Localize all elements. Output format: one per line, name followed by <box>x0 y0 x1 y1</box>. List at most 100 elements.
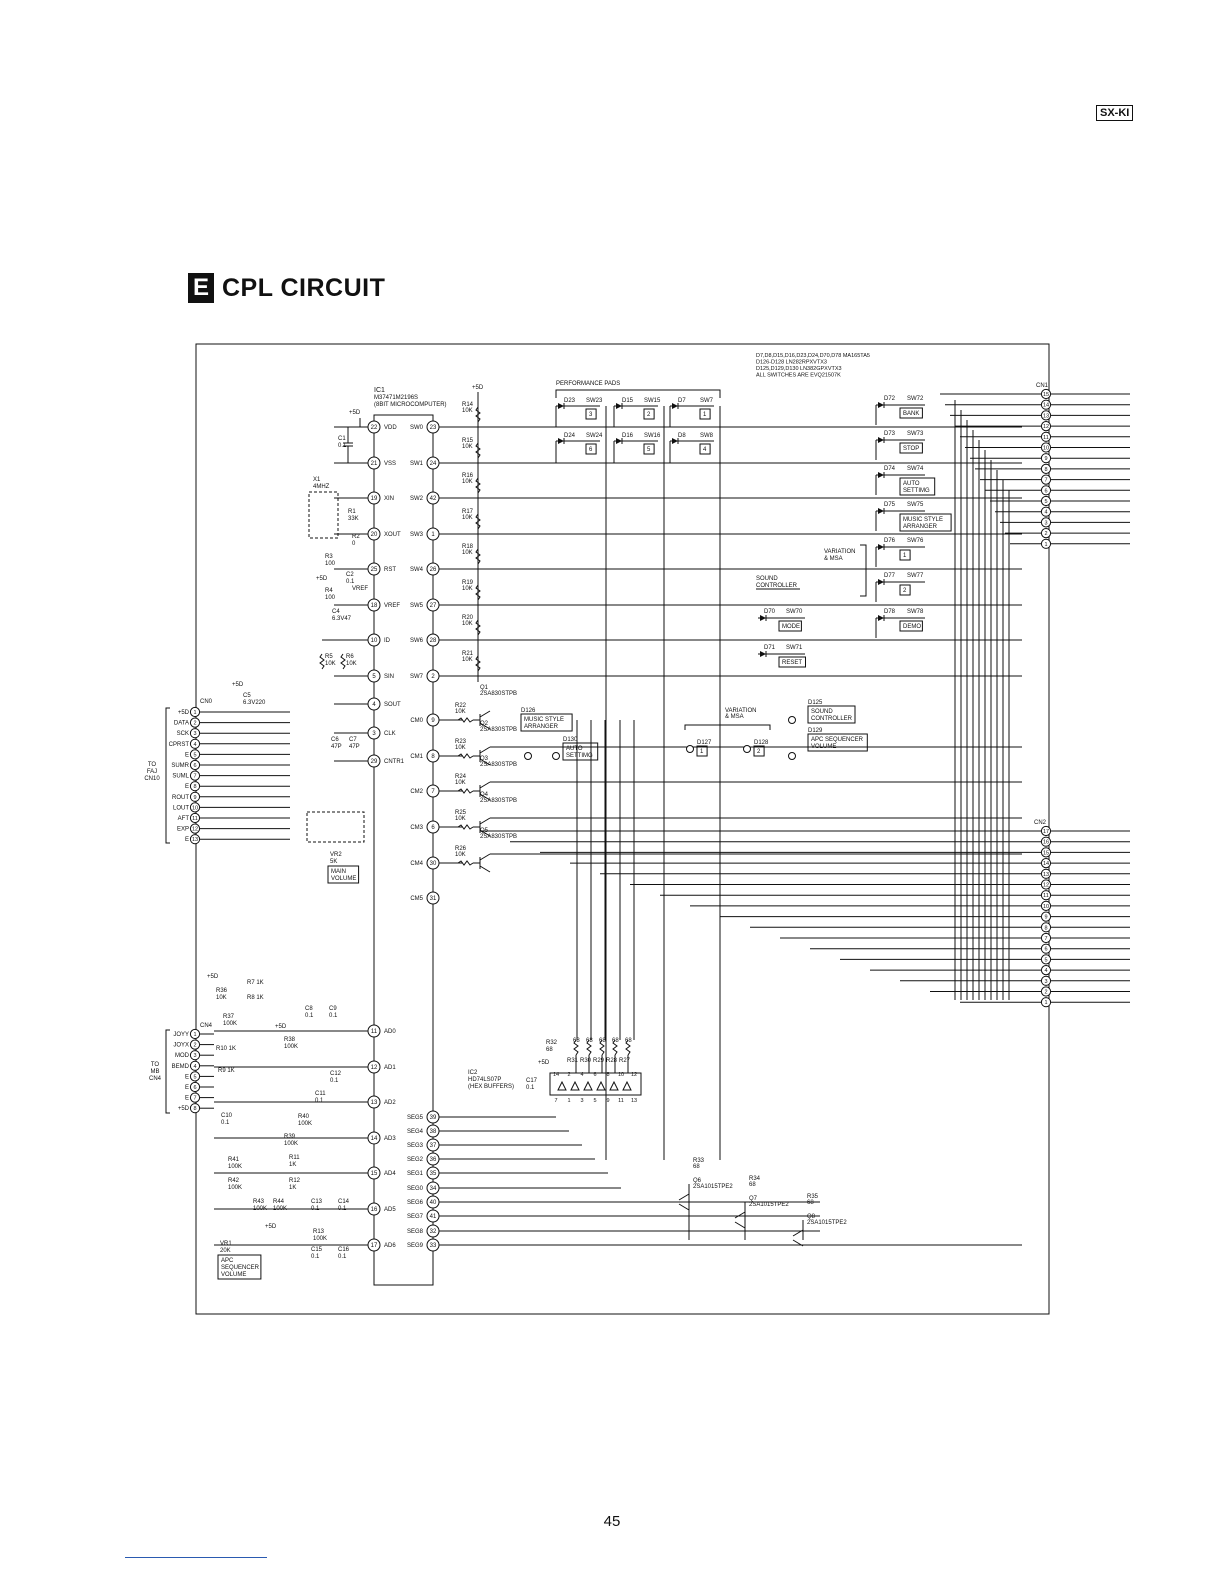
r4-value: 100 <box>325 595 336 601</box>
cn1-pin <box>1040 431 1052 442</box>
pad-diode-ref: D23 <box>564 398 576 404</box>
driver-resistor-ref: R35 <box>807 1194 819 1200</box>
right-switch-diode-ref: D75 <box>884 502 896 508</box>
ic1-pin-vref <box>367 598 381 612</box>
ic1-pin-name: AD0 <box>384 1029 396 1035</box>
pin-number: 41 <box>430 1214 437 1220</box>
cn4-pin-number: 1 <box>193 1032 196 1038</box>
performance-pads-label: PERFORMANCE PADS <box>556 381 620 387</box>
sound-ctrl-switch-ref: SW71 <box>786 645 803 651</box>
cn0-pin-number: 7 <box>193 774 196 780</box>
transistor-part: 2SA830STPB <box>480 762 517 768</box>
diode-symbol <box>558 438 564 444</box>
cm-resistor-value: 10K <box>455 709 466 715</box>
ic1-pin-ad2 <box>367 1095 381 1109</box>
performance-pad-4 <box>699 443 711 455</box>
sound-ctrl-reset <box>778 656 806 668</box>
apc-sequencer-volume-label-text: SEQUENCER <box>221 1265 260 1271</box>
buffer-gate <box>622 1080 632 1091</box>
ic1-pin-name: SEG9 <box>407 1243 424 1249</box>
r8-label: R8 1K <box>247 995 264 1001</box>
ic1-pin-name: CLK <box>384 731 396 737</box>
ic2-resistor-ref: R27 <box>619 1058 631 1064</box>
cn1-pin <box>1040 517 1052 528</box>
ic1-pin-name: VDD <box>384 425 397 431</box>
pin-number: 2 <box>431 674 435 680</box>
r1-value: 33K <box>348 516 359 522</box>
cn4-signal-joyx: JOYX <box>173 1043 189 1049</box>
transistor-ref: Q2 <box>480 721 489 727</box>
pin-number: 12 <box>371 1065 378 1071</box>
led-ref: D128 <box>754 740 769 746</box>
ic1-pin-name: SW6 <box>410 638 424 644</box>
performance-pad-4-text: 4 <box>703 447 707 453</box>
led-ref: D125 <box>808 700 823 706</box>
right-switch-diode-ref: D72 <box>884 396 896 402</box>
cn0-pin-number: 13 <box>192 837 198 843</box>
ic1-pin-name: SEG4 <box>407 1129 424 1135</box>
cn2-pin-number: 2 <box>1044 990 1047 996</box>
r9-label: R9 1K <box>218 1068 235 1074</box>
diode-note: D125,D129,D130 LN382GPXVTX3 <box>756 366 842 372</box>
c4-ref: C4 <box>332 609 340 615</box>
pin-number: 38 <box>430 1129 437 1135</box>
cn4-signal-mod: MOD <box>175 1053 190 1059</box>
cn0-pin <box>189 834 201 845</box>
diode-symbol <box>878 544 884 550</box>
ic2-pin-top: 4 <box>580 1072 583 1078</box>
cn2-pin <box>1040 847 1052 858</box>
r32-ref: R32 <box>546 1040 558 1046</box>
cn0-pin <box>189 770 201 781</box>
ic1-pin-seg0 <box>426 1181 440 1195</box>
cn1-pin-number: 10 <box>1043 446 1049 452</box>
cn4-pin <box>189 1081 201 1093</box>
cn0-destination: TO <box>148 762 157 768</box>
performance-pad-2-text: 2 <box>647 412 651 418</box>
pin-number: 3 <box>372 731 376 737</box>
ic1-pin-sout <box>367 697 381 711</box>
r7-label: R7 1K <box>247 980 264 986</box>
right-switch-diode-ref: D78 <box>884 609 896 615</box>
cn2-pin <box>1040 911 1052 922</box>
section-letter: E <box>188 273 214 303</box>
ic1-pin-name: XOUT <box>384 532 401 538</box>
ic1-pin-name: AD3 <box>384 1136 396 1142</box>
pin-number: 17 <box>371 1243 378 1249</box>
cn0-ref: CN0 <box>200 699 213 705</box>
cn0-pin-number: 5 <box>193 752 196 758</box>
driver-resistor-value: 68 <box>749 1182 756 1188</box>
r36-ref: R36 <box>216 988 228 994</box>
pin-number: 1 <box>431 532 435 538</box>
transistor-part: 2SA830STPB <box>480 691 517 697</box>
cn1-pin <box>1040 453 1052 464</box>
wire <box>475 584 481 601</box>
right-switch-diode-ref: D77 <box>884 573 896 579</box>
led-symbol <box>788 752 796 760</box>
cn1-pin-number: 5 <box>1044 499 1047 505</box>
pin-number: 8 <box>431 754 435 760</box>
cn2-pin <box>1040 954 1052 965</box>
cn0-pin-number: 9 <box>193 795 196 801</box>
cn1-pin <box>1040 410 1052 421</box>
ic2-pin-top: 12 <box>631 1072 637 1078</box>
pin-number: 7 <box>431 789 435 795</box>
variation-label: VARIATION <box>824 549 855 555</box>
cn0-signal-suml: SUML <box>172 774 189 780</box>
ic1-pin-cm5 <box>426 891 440 905</box>
cn1-pin-number: 12 <box>1043 424 1049 430</box>
ic2-body <box>549 1072 642 1096</box>
r32-value: 68 <box>546 1047 553 1053</box>
wire <box>625 1039 631 1056</box>
cn1-pin <box>1040 463 1052 474</box>
ic1-pin-name: SW0 <box>410 425 424 431</box>
pin-number: 40 <box>430 1200 437 1206</box>
cn1-pin <box>1040 474 1052 485</box>
switch-label-4-text: 1 <box>903 553 907 559</box>
ic1-desc: (8BIT MICROCOMPUTER) <box>374 402 447 408</box>
ic1-pin-sw3 <box>426 527 440 541</box>
cn4-destination: MB <box>151 1069 160 1075</box>
cn4-pin <box>189 1103 201 1114</box>
ic2-pin-bottom: 3 <box>580 1098 583 1104</box>
cn0-pin-number: 11 <box>192 816 198 822</box>
